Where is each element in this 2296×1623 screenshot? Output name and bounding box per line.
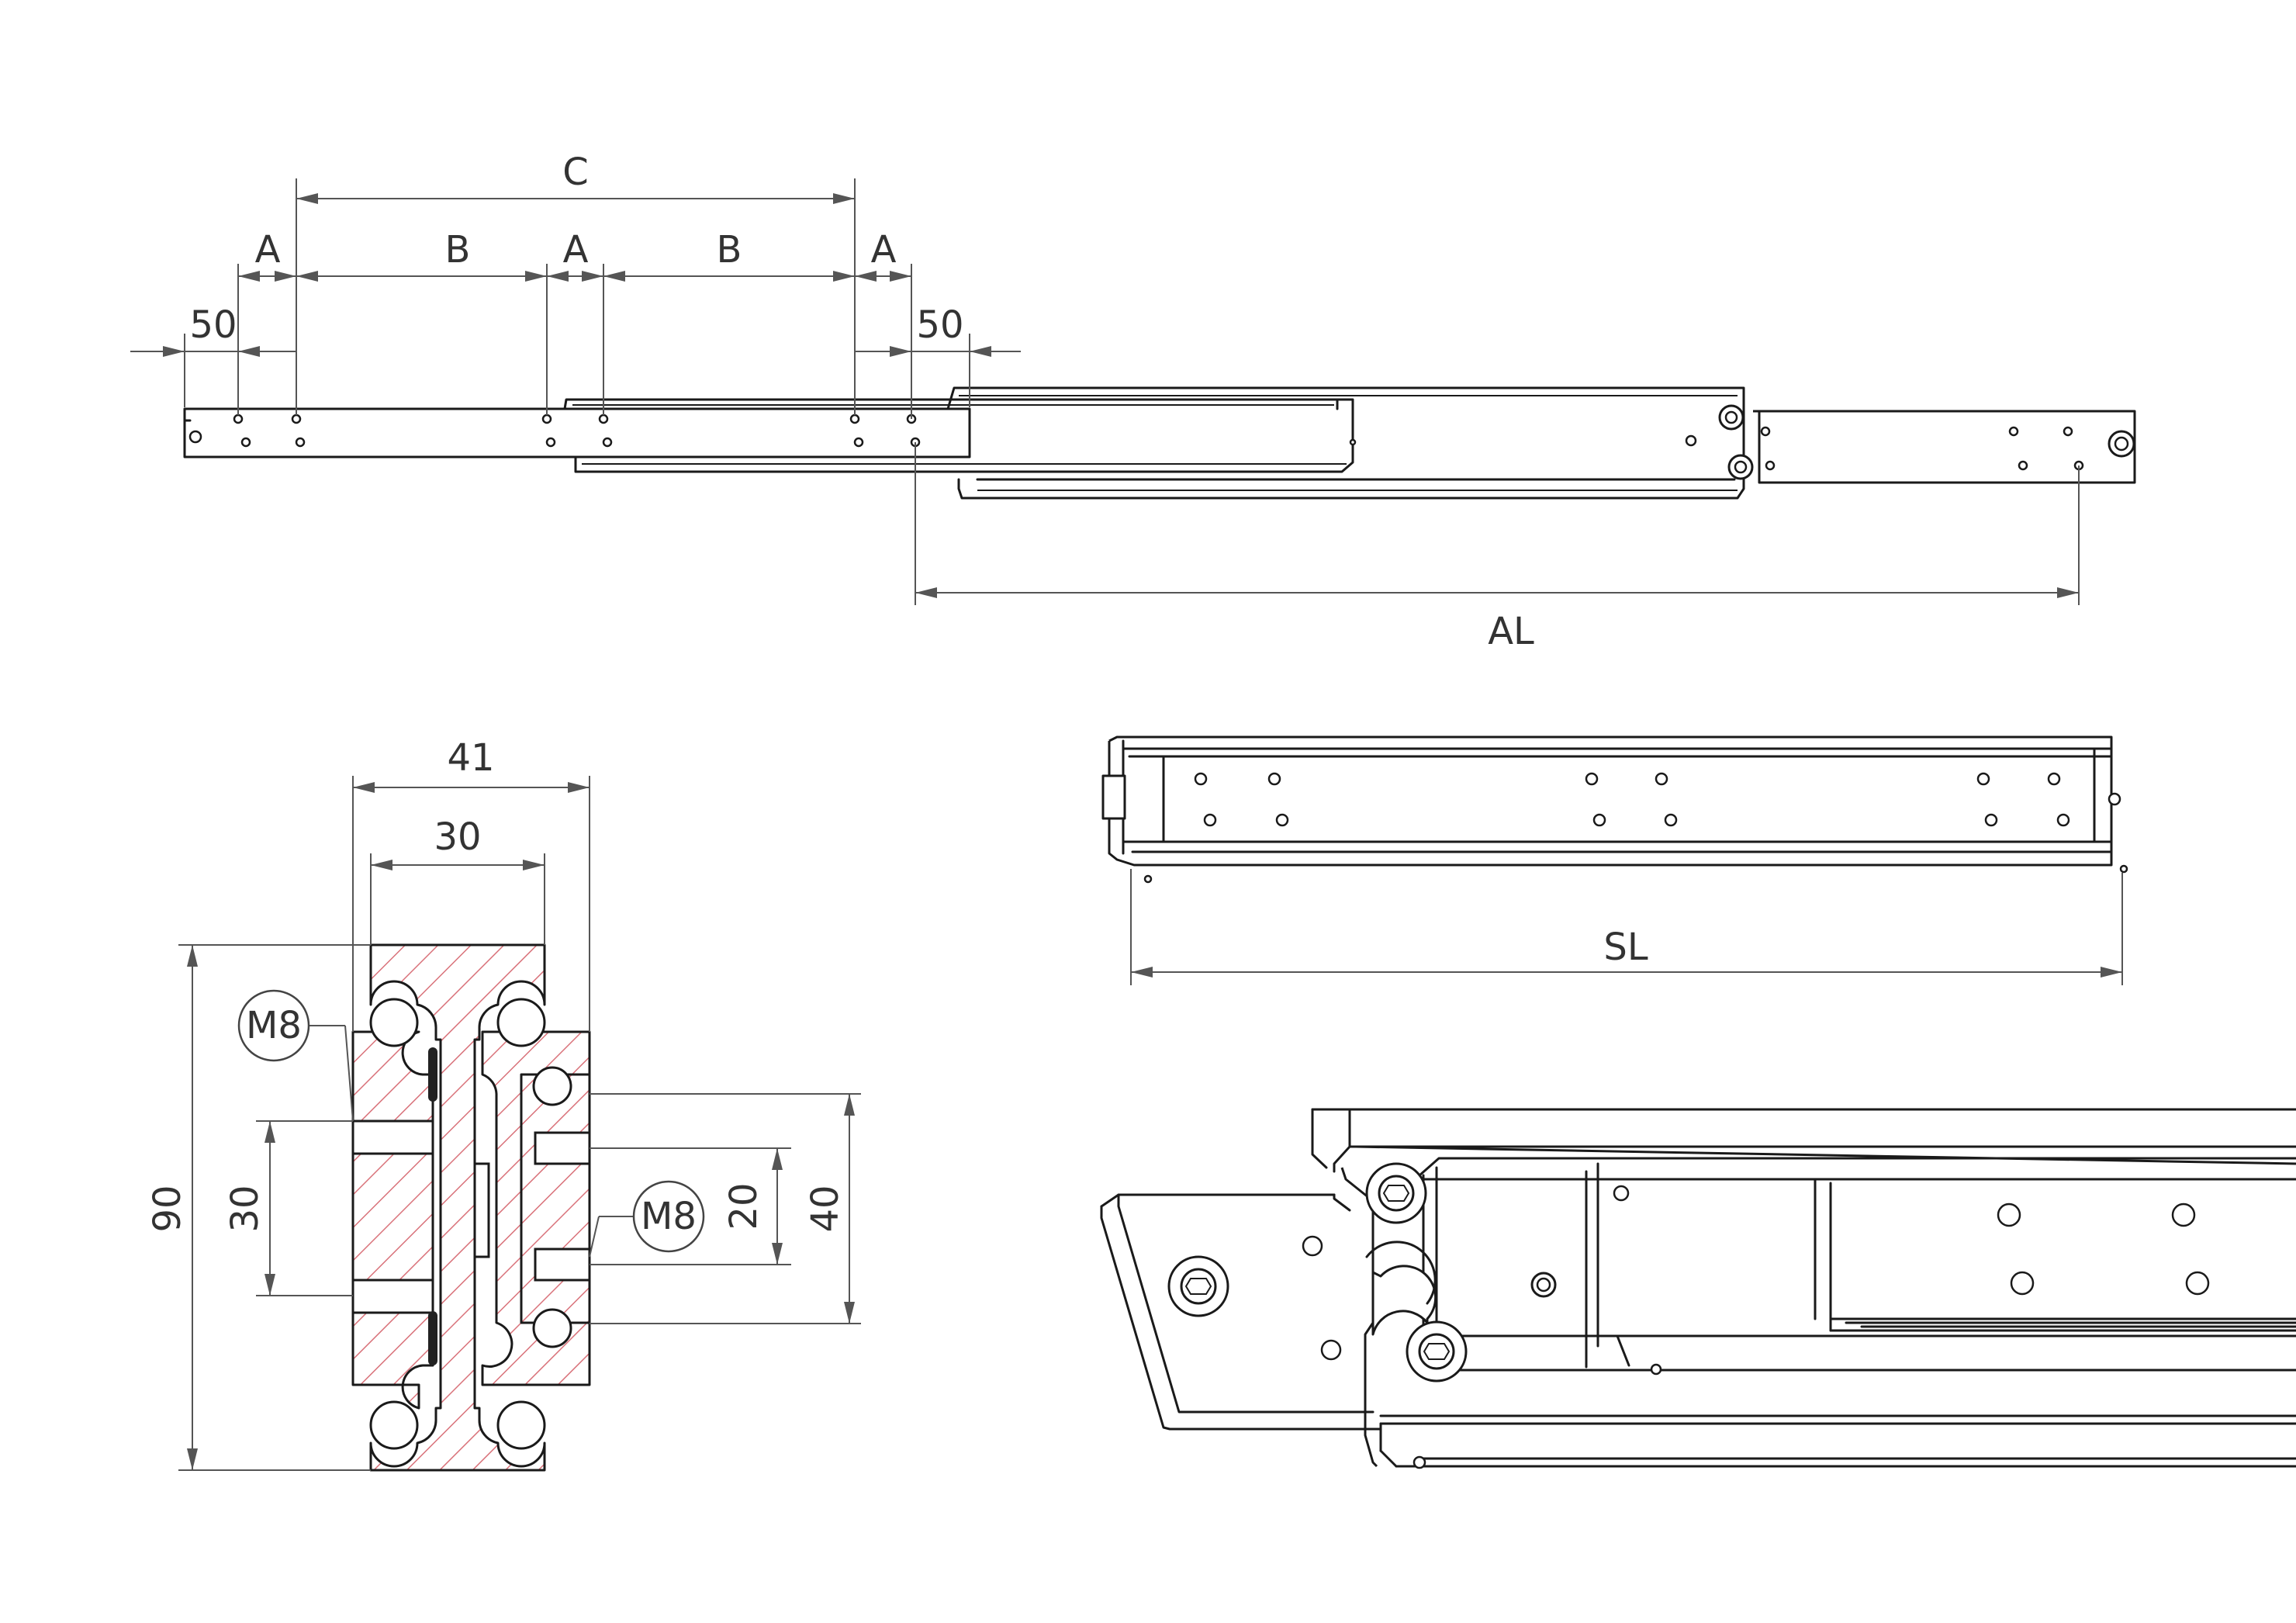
dim-41-label: 41 [447, 736, 494, 780]
dim-30-label: 30 [434, 815, 481, 859]
m8-callout-upper: M8 [237, 989, 354, 1122]
svg-text:M8: M8 [641, 1195, 697, 1238]
top-view-extended-slide: C A B A B A 50 50 AL [130, 151, 2136, 653]
mounting-holes [1194, 772, 2070, 827]
end-plate [1718, 404, 2136, 484]
outer-member-end [1340, 1167, 1437, 1468]
dim-sl-label: SL [1603, 926, 1648, 969]
dim-right-50-label: 50 [916, 303, 963, 347]
m8-thread-bore [534, 1131, 591, 1165]
end-stop [1101, 774, 1126, 820]
svg-text:M8: M8 [246, 1004, 302, 1047]
hex-socket-screw-icon [1406, 1320, 1468, 1382]
dim-c-label: C [562, 151, 589, 194]
hex-socket-screw-icon [1167, 1255, 1229, 1317]
dim-30-height-label: 30 [223, 1185, 267, 1232]
outer-member [946, 386, 1745, 500]
dim-a-label: A [563, 228, 589, 272]
dim-b-label: B [717, 228, 742, 272]
closed-slide-view: SL [1101, 735, 2128, 985]
m8-thread-bore [351, 1119, 434, 1155]
dim-20-label: 20 [722, 1182, 766, 1230]
inner-block-section [520, 1073, 591, 1324]
detail-view [1100, 1108, 2296, 1469]
end-stop [188, 430, 202, 444]
m8-thread-bore [534, 1248, 591, 1282]
cross-section-view: 41 30 90 30 20 40 M8 M8 [146, 736, 861, 1472]
dim-b-label: B [445, 228, 471, 272]
dim-a-label: A [871, 228, 897, 272]
left-carriage-section [351, 1030, 434, 1410]
dim-40-label: 40 [804, 1185, 847, 1232]
dim-90-label: 90 [146, 1185, 189, 1232]
top-dimensions [130, 193, 2079, 598]
m8-thread-bore [351, 1279, 434, 1314]
m8-callout-lower: M8 [589, 1180, 705, 1258]
ball-cage [428, 1047, 437, 1102]
outer-rail-section [369, 943, 546, 1472]
dim-a-label: A [255, 228, 281, 272]
ball-cage [428, 1311, 437, 1365]
dim-al-label: AL [1488, 610, 1534, 653]
hex-socket-screw-icon [1365, 1162, 1427, 1224]
inner-member [183, 407, 971, 459]
dim-left-50-label: 50 [189, 303, 237, 347]
extension-lines [184, 178, 2080, 605]
section-dimensions [187, 782, 855, 1470]
mounting-holes [233, 414, 921, 448]
